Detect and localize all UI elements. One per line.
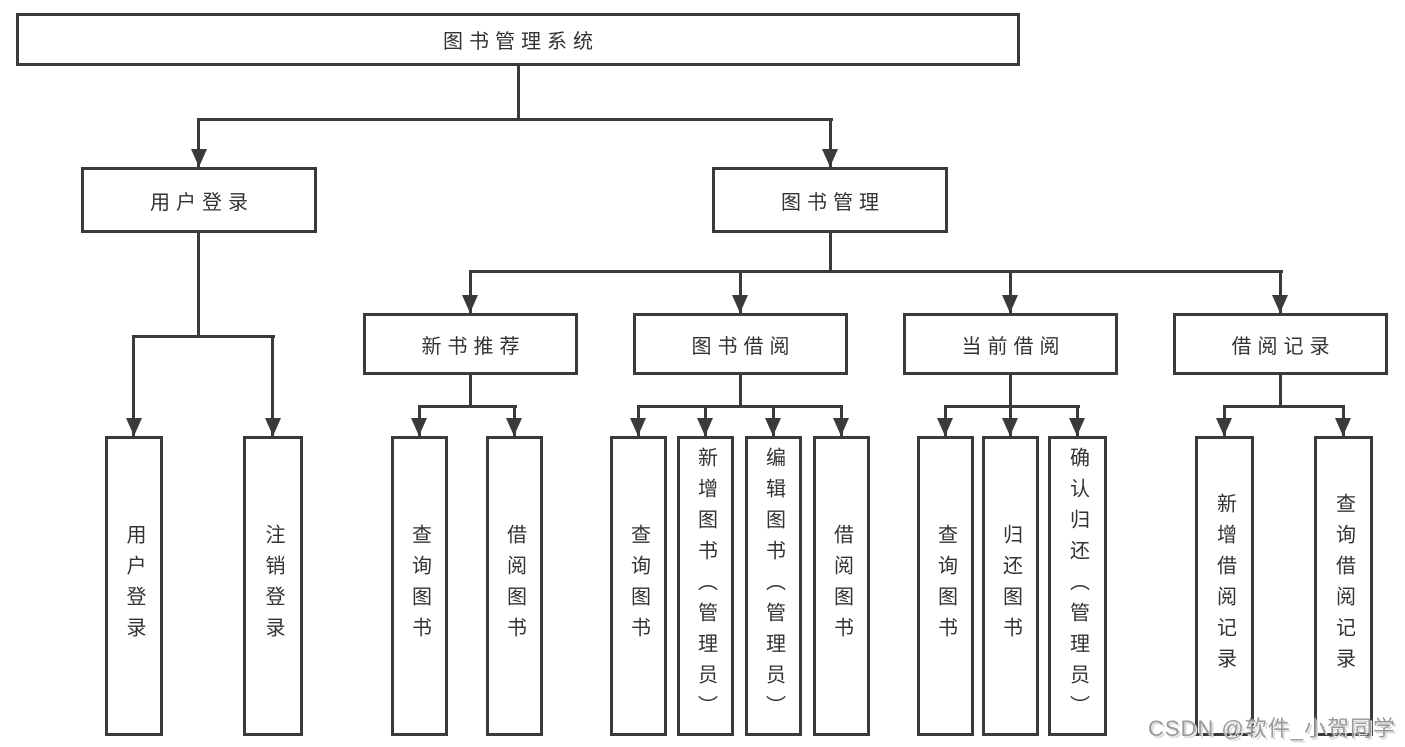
node-book-management: 图书管理 bbox=[712, 167, 948, 233]
connector-line bbox=[469, 270, 472, 313]
connector-line bbox=[132, 335, 275, 338]
node-user-login: 用户登录 bbox=[81, 167, 317, 233]
arrow-down-icon bbox=[765, 418, 781, 436]
leaf-borrow-books-borrow: 借阅图书 bbox=[813, 436, 870, 736]
connector-line bbox=[739, 375, 742, 407]
leaf-query-books-recommend: 查询图书 bbox=[391, 436, 448, 736]
arrow-down-icon bbox=[937, 418, 953, 436]
arrow-down-icon bbox=[1002, 418, 1018, 436]
arrow-down-icon bbox=[822, 149, 838, 167]
connector-line bbox=[829, 118, 832, 167]
watermark: CSDN @软件_小贺同学 bbox=[1147, 716, 1396, 741]
leaf-confirm-return-admin: 确认归还（管理员） bbox=[1048, 436, 1107, 736]
connector-line bbox=[197, 118, 200, 167]
node-root-label: 图书管理系统 bbox=[443, 31, 599, 53]
arrow-down-icon bbox=[1069, 418, 1085, 436]
connector-line bbox=[197, 118, 833, 121]
connector-line bbox=[418, 405, 517, 408]
arrow-down-icon bbox=[265, 418, 281, 436]
leaf-query-books-current-label: 查询图书 bbox=[934, 524, 957, 648]
connector-line bbox=[1223, 405, 1345, 408]
connector-line bbox=[1279, 375, 1282, 407]
leaf-logout: 注销登录 bbox=[243, 436, 303, 736]
leaf-borrow-books-borrow-label: 借阅图书 bbox=[830, 524, 853, 648]
leaf-add-borrow-record-label: 新增借阅记录 bbox=[1213, 493, 1236, 679]
connector-line bbox=[1279, 270, 1282, 313]
node-current-borrow: 当前借阅 bbox=[903, 313, 1118, 375]
arrow-down-icon bbox=[191, 149, 207, 167]
leaf-add-book-admin: 新增图书（管理员） bbox=[677, 436, 734, 736]
node-user-login-label: 用户登录 bbox=[150, 191, 254, 214]
leaf-return-book: 归还图书 bbox=[982, 436, 1039, 736]
leaf-query-books-borrow: 查询图书 bbox=[610, 436, 667, 736]
node-book-borrow-label: 图书借阅 bbox=[691, 335, 796, 358]
leaf-borrow-books-recommend: 借阅图书 bbox=[486, 436, 543, 736]
node-current-borrow-label: 当前借阅 bbox=[961, 335, 1066, 358]
connector-line bbox=[829, 233, 832, 273]
node-book-borrow: 图书借阅 bbox=[633, 313, 848, 375]
leaf-logout-label: 注销登录 bbox=[262, 524, 284, 648]
node-new-book-recommend: 新书推荐 bbox=[363, 313, 578, 375]
leaf-query-books-borrow-label: 查询图书 bbox=[627, 524, 650, 648]
arrow-down-icon bbox=[1216, 418, 1232, 436]
leaf-user-login-label: 用户登录 bbox=[123, 524, 145, 648]
leaf-query-books-current: 查询图书 bbox=[917, 436, 974, 736]
connector-line bbox=[469, 375, 472, 407]
connector-line bbox=[132, 335, 135, 436]
connector-line bbox=[271, 335, 274, 436]
arrow-down-icon bbox=[411, 418, 427, 436]
leaf-query-borrow-record: 查询借阅记录 bbox=[1314, 436, 1373, 736]
connector-line bbox=[517, 66, 520, 121]
arrow-down-icon bbox=[506, 418, 522, 436]
connector-line bbox=[1009, 270, 1012, 313]
node-root: 图书管理系统 bbox=[16, 13, 1020, 66]
arrow-down-icon bbox=[732, 295, 748, 313]
arrow-down-icon bbox=[462, 295, 478, 313]
arrow-down-icon bbox=[1002, 295, 1018, 313]
arrow-down-icon bbox=[1272, 295, 1288, 313]
arrow-down-icon bbox=[126, 418, 142, 436]
node-borrow-records-label: 借阅记录 bbox=[1231, 335, 1336, 358]
leaf-add-borrow-record: 新增借阅记录 bbox=[1195, 436, 1254, 736]
leaf-return-book-label: 归还图书 bbox=[999, 524, 1022, 648]
arrow-down-icon bbox=[1335, 418, 1351, 436]
connector-line bbox=[944, 405, 1080, 408]
connector-line bbox=[637, 405, 843, 408]
leaf-edit-book-admin: 编辑图书（管理员） bbox=[745, 436, 802, 736]
connector-line bbox=[469, 270, 1283, 273]
node-borrow-records: 借阅记录 bbox=[1173, 313, 1388, 375]
leaf-borrow-books-recommend-label: 借阅图书 bbox=[503, 524, 526, 648]
node-new-book-recommend-label: 新书推荐 bbox=[421, 335, 526, 358]
leaf-query-books-recommend-label: 查询图书 bbox=[408, 524, 431, 648]
leaf-user-login: 用户登录 bbox=[105, 436, 163, 736]
arrow-down-icon bbox=[833, 418, 849, 436]
leaf-add-book-admin-label: 新增图书（管理员） bbox=[694, 446, 717, 726]
connector-line bbox=[1009, 375, 1012, 407]
connector-line bbox=[739, 270, 742, 313]
leaf-edit-book-admin-label: 编辑图书（管理员） bbox=[762, 446, 785, 726]
node-book-management-label: 图书管理 bbox=[781, 191, 885, 214]
arrow-down-icon bbox=[697, 418, 713, 436]
arrow-down-icon bbox=[630, 418, 646, 436]
connector-line bbox=[197, 233, 200, 337]
leaf-confirm-return-admin-label: 确认归还（管理员） bbox=[1066, 446, 1089, 726]
leaf-query-borrow-record-label: 查询借阅记录 bbox=[1332, 493, 1355, 679]
